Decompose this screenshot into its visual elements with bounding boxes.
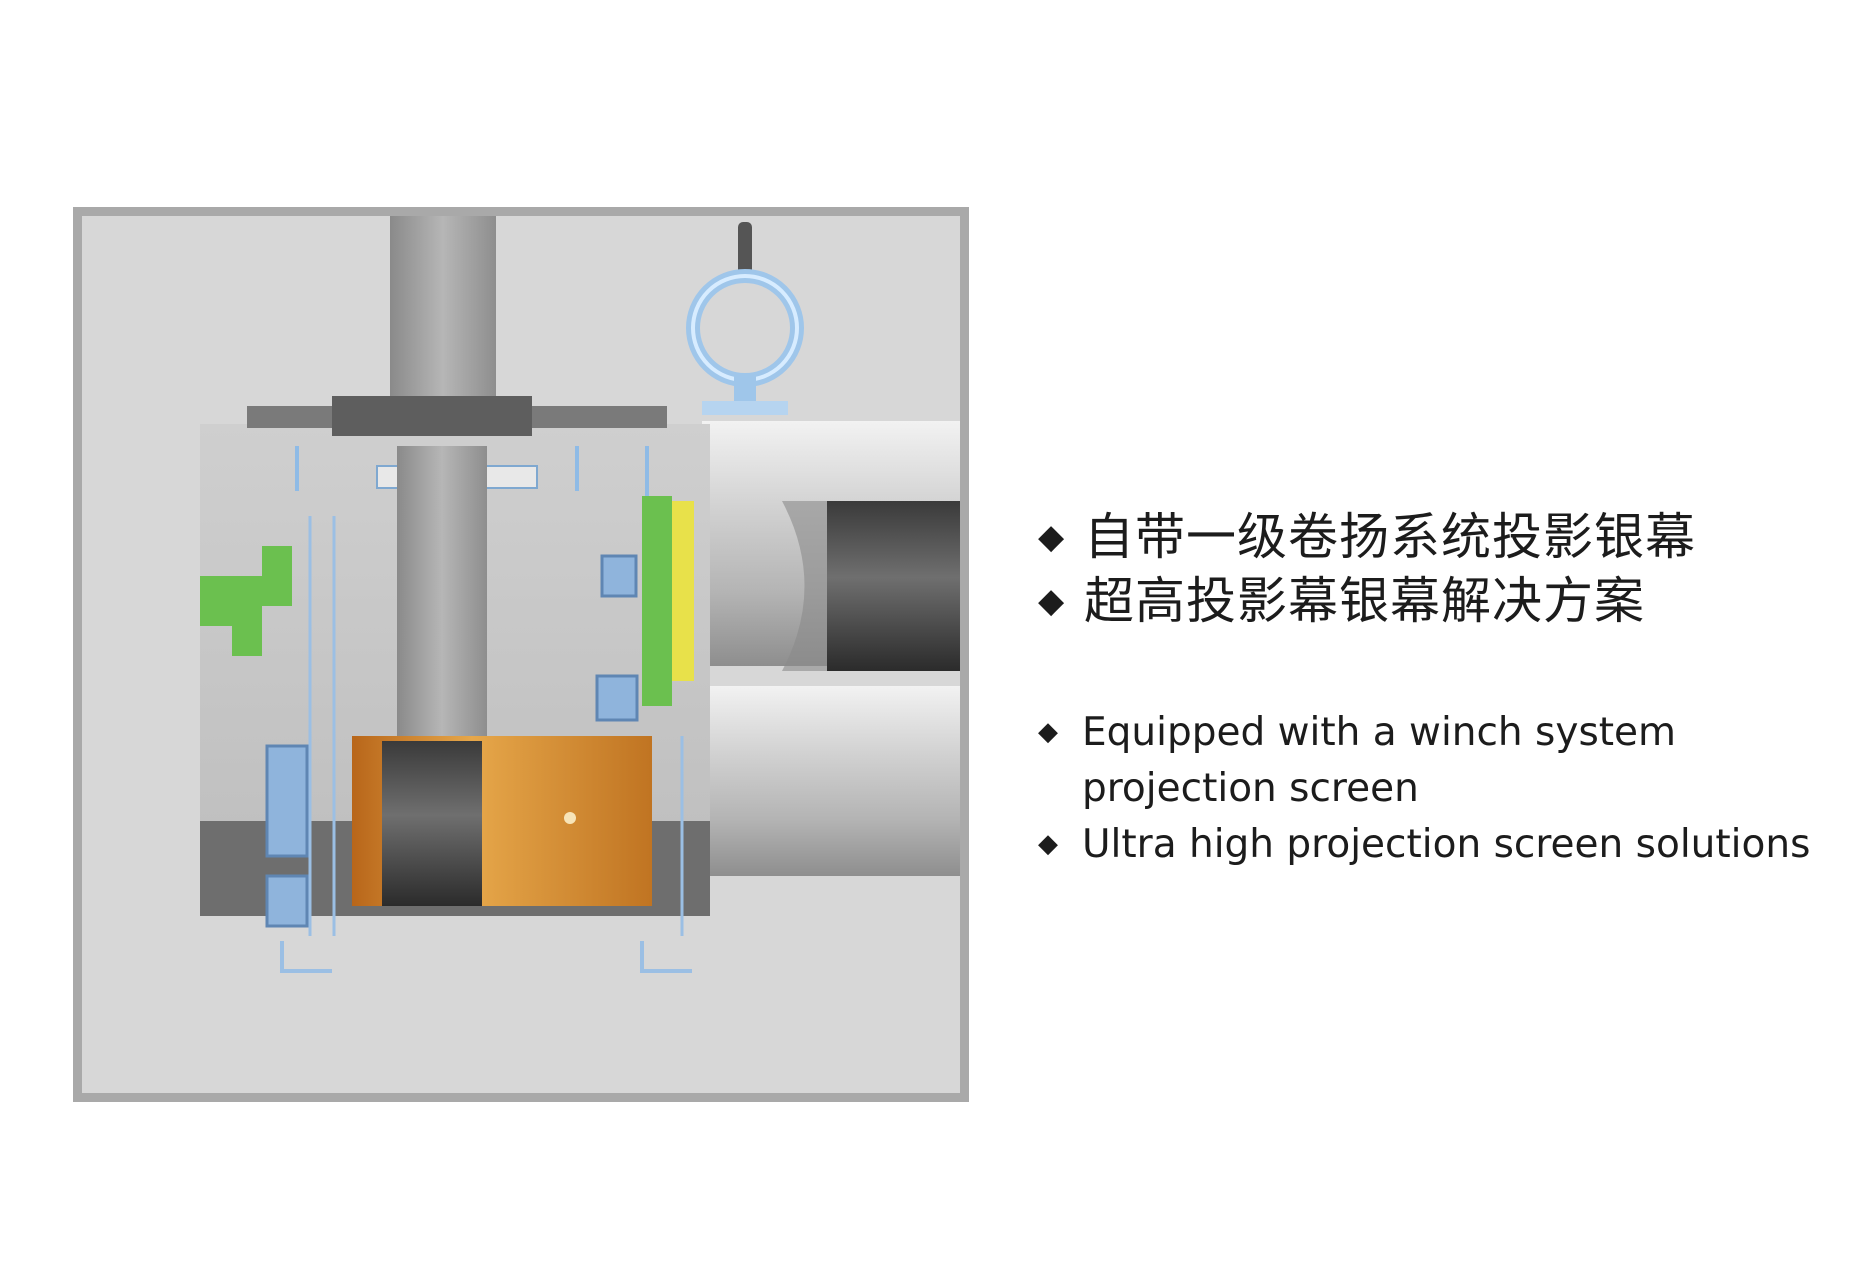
upper-tube-dark-end xyxy=(827,501,960,671)
lifting-eye-bolt-icon xyxy=(686,222,804,415)
chinese-feature-2: ◆ 超高投影幕银幕解决方案 xyxy=(1038,569,1838,633)
english-feature-2: ◆ Ultra high projection screen solutions xyxy=(1038,817,1838,873)
green-gear-right xyxy=(642,496,672,706)
english-feature-1: ◆ Equipped with a winch system projectio… xyxy=(1038,705,1838,817)
diamond-bullet-icon: ◆ xyxy=(1038,517,1066,557)
diamond-bullet-icon: ◆ xyxy=(1038,717,1058,747)
green-gear-left xyxy=(200,546,292,656)
dark-drum-core xyxy=(382,741,482,906)
yellow-seal xyxy=(672,501,694,681)
english-feature-2-label: Ultra high projection screen solutions xyxy=(1082,822,1811,867)
diamond-bullet-icon: ◆ xyxy=(1038,581,1066,621)
feature-text-block: ◆ 自带一级卷扬系统投影银幕 ◆ 超高投影幕银幕解决方案 ◆ Equipped … xyxy=(1038,505,1838,873)
winch-motor-illustration xyxy=(73,207,969,1102)
winch-motor-cutaway-illustration xyxy=(200,216,960,973)
chinese-feature-1-label: 自带一级卷扬系统投影银幕 xyxy=(1084,508,1696,566)
english-feature-1-label: Equipped with a winch system projection … xyxy=(1082,710,1677,811)
chinese-feature-1: ◆ 自带一级卷扬系统投影银幕 xyxy=(1038,505,1838,569)
english-feature-list: ◆ Equipped with a winch system projectio… xyxy=(1038,705,1838,873)
diamond-bullet-icon: ◆ xyxy=(1038,829,1058,859)
chinese-feature-2-label: 超高投影幕银幕解决方案 xyxy=(1084,572,1645,630)
